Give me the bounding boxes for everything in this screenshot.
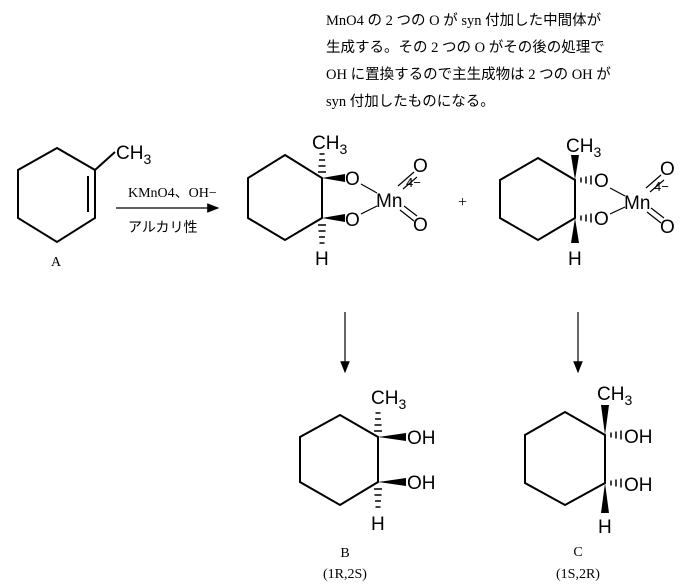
note-line: syn 付加したものになる。 bbox=[326, 94, 495, 110]
svg-text:H: H bbox=[598, 517, 612, 538]
svg-text:H: H bbox=[315, 249, 329, 270]
svg-text:O: O bbox=[660, 217, 675, 238]
svg-text:O: O bbox=[345, 169, 360, 190]
intermediate-1: CH3 O O Mn 4− O O H bbox=[247, 133, 428, 270]
svg-text:O: O bbox=[345, 210, 360, 231]
label-c: C bbox=[573, 545, 582, 560]
label-b: B bbox=[340, 546, 349, 561]
svg-text:O: O bbox=[413, 215, 428, 236]
note-line: 生成する。その 2 つの O がその後の処理で bbox=[326, 40, 605, 56]
svg-text:Mn: Mn bbox=[376, 191, 402, 212]
reaction-arrow: KMnO4、OH− アルカリ性 bbox=[116, 186, 220, 236]
svg-text:OH: OH bbox=[407, 473, 436, 494]
svg-text:O: O bbox=[413, 156, 428, 177]
svg-text:Mn: Mn bbox=[624, 193, 650, 214]
svg-text:OH: OH bbox=[624, 427, 653, 448]
svg-text:CH3: CH3 bbox=[371, 388, 406, 412]
molecule-a: CH3 A bbox=[17, 143, 151, 270]
note-line: MnO4 の 2 つの O が syn 付加した中間体が bbox=[326, 13, 602, 29]
note-line: OH に置換するので主生成物は 2 つの OH が bbox=[326, 67, 611, 83]
product-b: CH3 OH OH H B (1R,2S) bbox=[299, 388, 436, 582]
svg-text:H: H bbox=[568, 249, 582, 270]
svg-text:O: O bbox=[660, 159, 675, 180]
svg-text:CH3: CH3 bbox=[312, 133, 347, 157]
config-c: (1S,2R) bbox=[556, 567, 600, 582]
svg-text:4−: 4− bbox=[406, 175, 421, 190]
svg-text:O: O bbox=[594, 209, 609, 230]
config-b: (1R,2S) bbox=[323, 567, 367, 582]
svg-text:CH3: CH3 bbox=[597, 384, 632, 408]
explanation-note: MnO4 の 2 つの O が syn 付加した中間体が 生成する。その 2 つ… bbox=[326, 8, 676, 116]
svg-text:O: O bbox=[594, 171, 609, 192]
intermediate-2: CH3 O O Mn 4− O O H bbox=[499, 136, 675, 270]
condition-label: アルカリ性 bbox=[128, 220, 197, 236]
svg-text:OH: OH bbox=[407, 428, 436, 449]
reagent-label: KMnO4、OH− bbox=[128, 186, 217, 201]
svg-text:OH: OH bbox=[624, 475, 653, 496]
product-c: CH3 OH OH H C (1S,2R) bbox=[524, 384, 653, 582]
plus-sign: + bbox=[458, 194, 467, 211]
svg-text:4−: 4− bbox=[654, 179, 669, 194]
svg-text:CH3: CH3 bbox=[116, 143, 151, 167]
label-a: A bbox=[51, 255, 62, 270]
svg-text:CH3: CH3 bbox=[566, 136, 601, 160]
svg-text:H: H bbox=[371, 514, 385, 535]
